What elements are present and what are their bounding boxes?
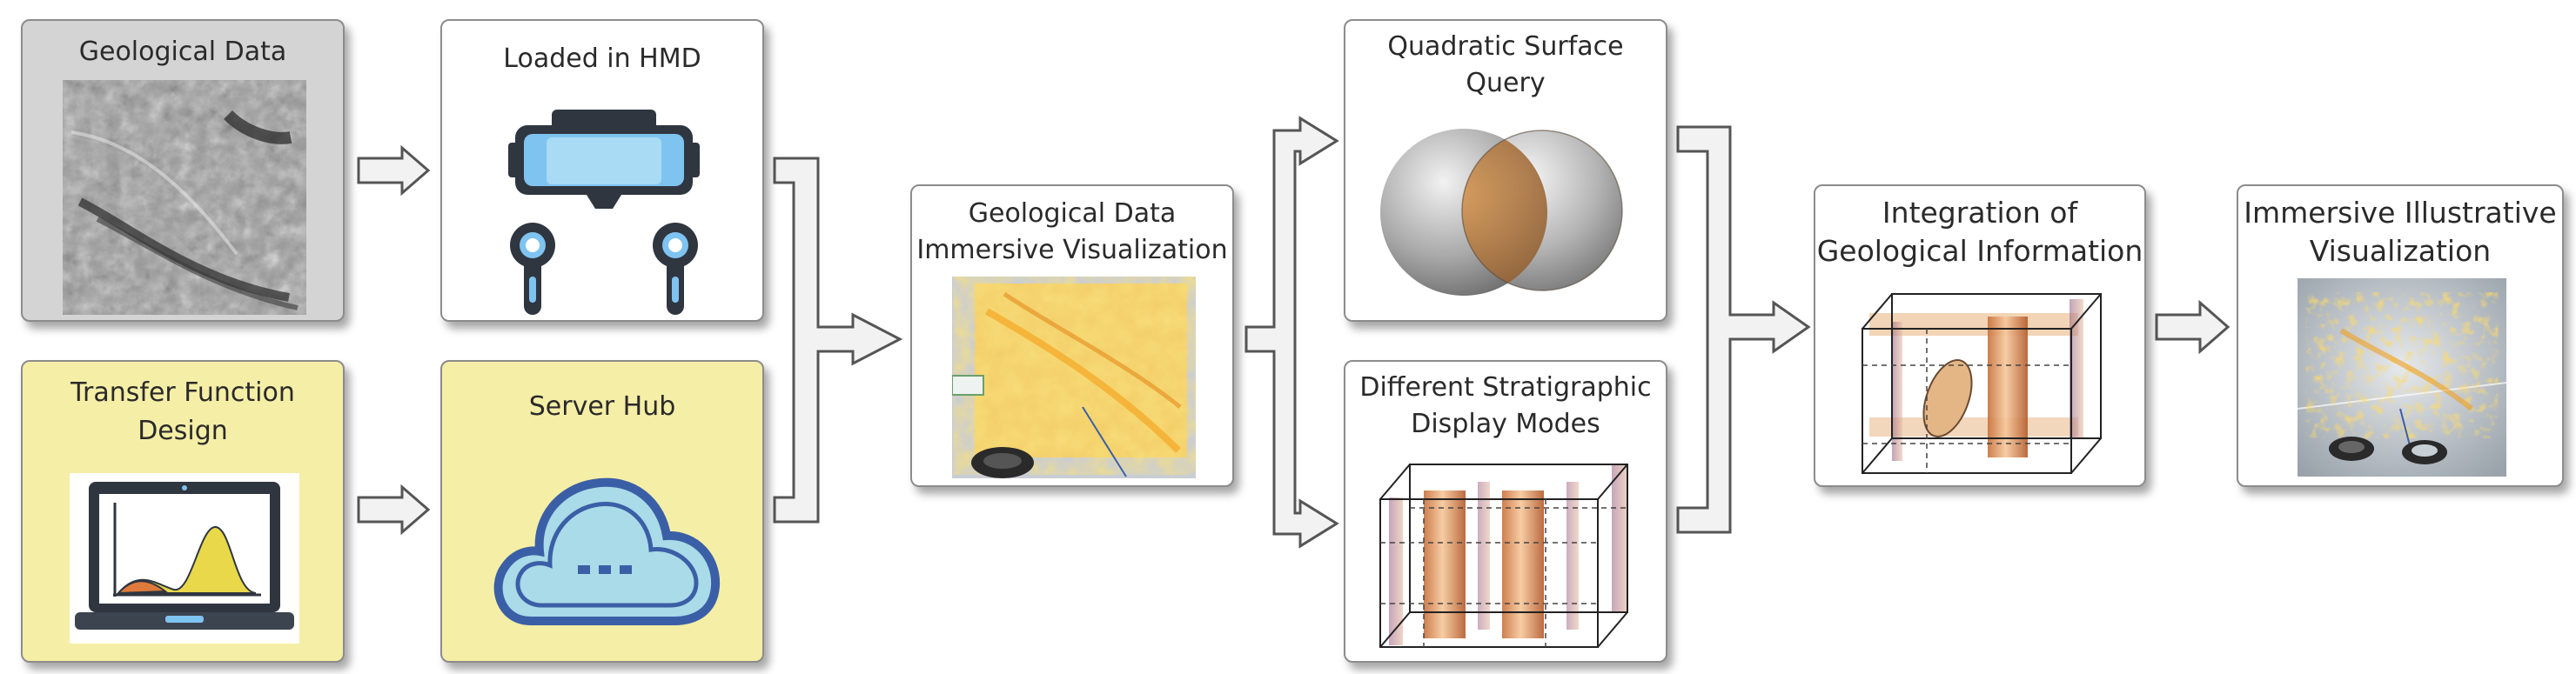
node-title-line-1: Immersive Illustrative	[2244, 196, 2557, 230]
node-title: Server Hub	[528, 391, 676, 422]
node-title-line-2: Visualization	[2309, 234, 2492, 268]
node-server-hub: Server Hub	[440, 360, 764, 663]
laptop-chart-icon	[70, 473, 299, 644]
arrow-transfer-to-server	[357, 484, 431, 536]
intersecting-spheres-image	[1380, 129, 1623, 296]
node-illustrative-visualization: Immersive Illustrative Visualization	[2237, 184, 2564, 487]
node-title-line-1: Transfer Function	[70, 377, 295, 408]
node-title: Geological Data	[78, 37, 287, 67]
cloud-server-icon	[493, 477, 721, 625]
node-title-line-1: Different Stratigraphic	[1359, 372, 1652, 403]
node-title-line-1: Geological Data	[968, 198, 1177, 229]
seismic-slice-image	[63, 80, 306, 315]
node-quadratic-surface-query: Quadratic Surface Query	[1344, 19, 1667, 322]
immersive-volume-render-image	[952, 277, 1196, 478]
node-geological-data: Geological Data	[21, 19, 345, 322]
integrated-volume-cube-image	[1862, 293, 2102, 474]
illustrative-render-image	[2298, 278, 2506, 477]
node-title-line-2: Design	[138, 416, 228, 446]
bracket-split	[1244, 116, 1339, 549]
node-integration: Integration of Geological Information	[1814, 184, 2146, 487]
node-transfer-function: Transfer Function Design	[21, 360, 345, 663]
node-title: Loaded in HMD	[503, 43, 701, 74]
node-stratigraphic-display-modes: Different Stratigraphic Display Modes	[1344, 360, 1667, 663]
node-loaded-hmd: Loaded in HMD	[440, 19, 764, 322]
node-title-line-2: Immersive Visualization	[916, 235, 1228, 265]
node-title-line-1: Quadratic Surface	[1387, 31, 1624, 62]
stratigraphic-cube-image	[1379, 464, 1628, 648]
node-title-line-1: Integration of	[1882, 196, 2078, 230]
vr-headset-icon	[508, 110, 700, 209]
node-immersive-visualization: Geological Data Immersive Visualization	[910, 184, 1234, 487]
node-title-line-2: Query	[1466, 68, 1546, 98]
arrow-integration-to-illustrative	[2155, 299, 2231, 355]
bracket-merge-1	[773, 157, 903, 524]
arrow-geodata-to-hmd	[357, 144, 431, 197]
node-title-line-2: Display Modes	[1411, 409, 1600, 439]
node-title-line-2: Geological Information	[1816, 234, 2143, 268]
vr-controller-icon	[510, 223, 698, 315]
bracket-merge-2	[1676, 125, 1811, 534]
